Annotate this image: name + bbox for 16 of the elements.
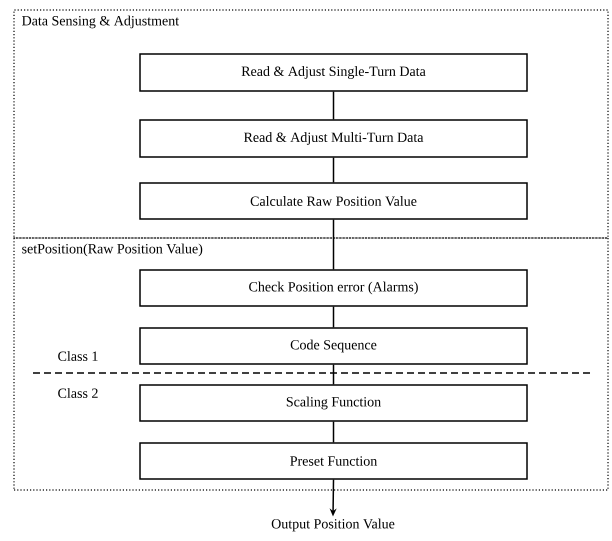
- process-box: Check Position error (Alarms): [139, 269, 528, 307]
- class-label: Class 1: [58, 351, 98, 361]
- class-label: Class 2: [58, 388, 98, 398]
- output-text: Output Position Value: [272, 518, 394, 532]
- process-box: Preset Function: [139, 442, 528, 480]
- process-box: Calculate Raw Position Value: [139, 182, 528, 220]
- connector-line: [332, 220, 334, 270]
- connector-line: [332, 422, 334, 442]
- process-box: Read & Adjust Single-Turn Data: [139, 53, 528, 92]
- process-box: Read & Adjust Multi-Turn Data: [139, 119, 528, 158]
- process-box: Code Sequence: [139, 327, 528, 365]
- connector-line: [332, 364, 334, 384]
- connector-line: [332, 92, 334, 120]
- connector-line: [332, 306, 334, 328]
- connector-line: [332, 158, 334, 182]
- process-box: Scaling Function: [139, 384, 528, 422]
